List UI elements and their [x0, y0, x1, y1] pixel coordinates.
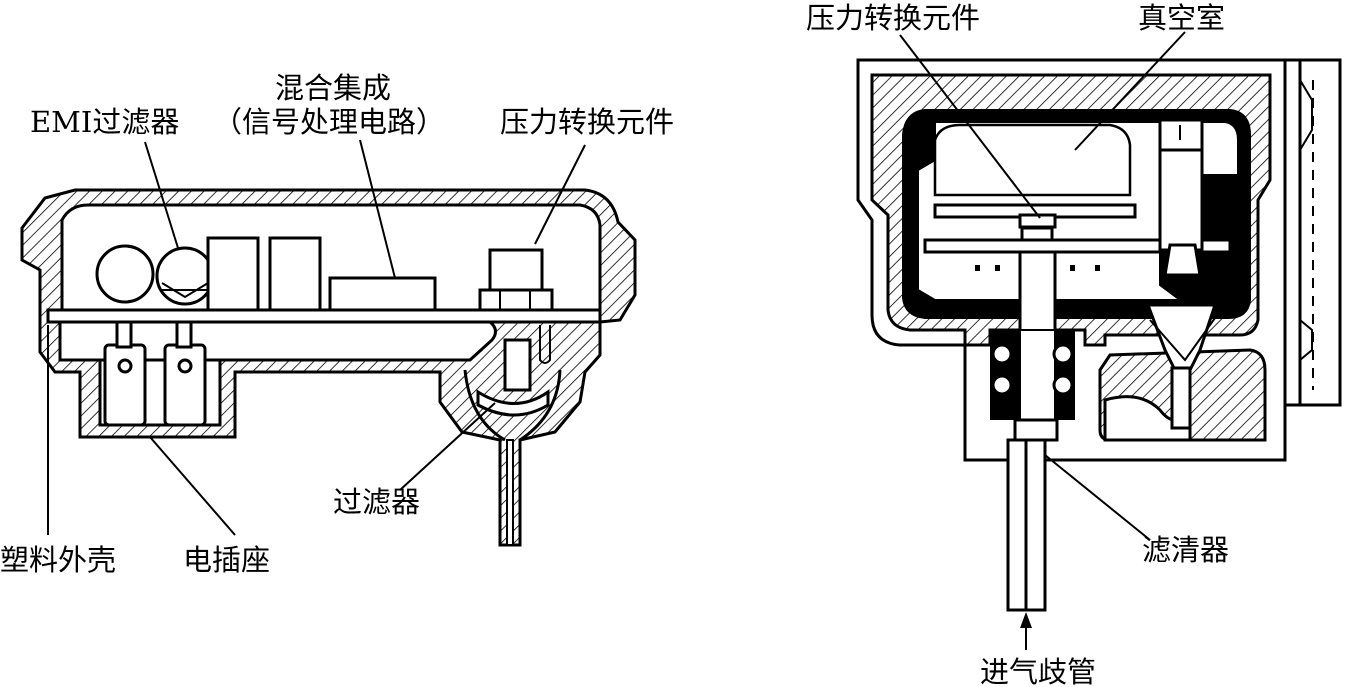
label-filter-right: 滤清器	[1142, 533, 1229, 567]
right-sensor-diagram: 压力转换元件 真空室 滤清器 进气歧管	[806, 1, 1342, 687]
left-sensor-diagram: 混合集成 （信号处理电路） EMI过滤器 压力转换元件 过滤器 塑料外壳 电插座	[0, 71, 674, 577]
socket-pin-2	[163, 343, 207, 427]
capacitor-2	[268, 236, 322, 312]
label-pressure-element-left: 压力转换元件	[500, 105, 674, 139]
leader-pressure-element	[534, 144, 586, 245]
label-emi-filter: EMI过滤器	[30, 105, 179, 139]
label-hybrid-ic-line1: 混合集成	[275, 71, 391, 105]
pressure-element-body	[488, 248, 544, 292]
leader-hybrid-ic	[359, 139, 396, 279]
emi-filter-coil-1	[95, 244, 155, 304]
hybrid-ic-chip	[328, 276, 437, 312]
leader-filter	[399, 402, 496, 491]
label-hybrid-ic-line2: （信号处理电路）	[213, 105, 445, 139]
inlet-tube-bore	[506, 439, 514, 546]
leader-vacuum-chamber	[1074, 31, 1186, 151]
circuit-board	[46, 308, 602, 324]
pressure-element-base	[478, 288, 554, 312]
intake-arrow-head	[1020, 612, 1032, 628]
vacuum-chamber-dome	[933, 123, 1132, 197]
socket-pin-1	[103, 343, 147, 427]
leader-pressure-element-right	[899, 34, 1041, 219]
capacitor-1	[206, 236, 260, 312]
leader-filter-right	[1044, 454, 1151, 541]
emi-filter-coil-2	[155, 246, 215, 306]
label-intake-manifold: 进气歧管	[980, 655, 1096, 687]
leader-emi-filter	[144, 141, 179, 249]
leader-socket	[149, 436, 236, 536]
label-vacuum-chamber: 真空室	[1138, 1, 1225, 35]
pressure-element-chip	[1018, 213, 1057, 229]
label-pressure-element-right: 压力转换元件	[806, 1, 980, 35]
label-plastic-housing: 塑料外壳	[0, 543, 116, 577]
label-filter-left: 过滤器	[333, 485, 420, 519]
filter-element	[476, 389, 550, 417]
pressure-port-channel	[503, 338, 532, 392]
label-electrical-socket: 电插座	[183, 543, 270, 577]
support-plate	[923, 238, 1232, 254]
